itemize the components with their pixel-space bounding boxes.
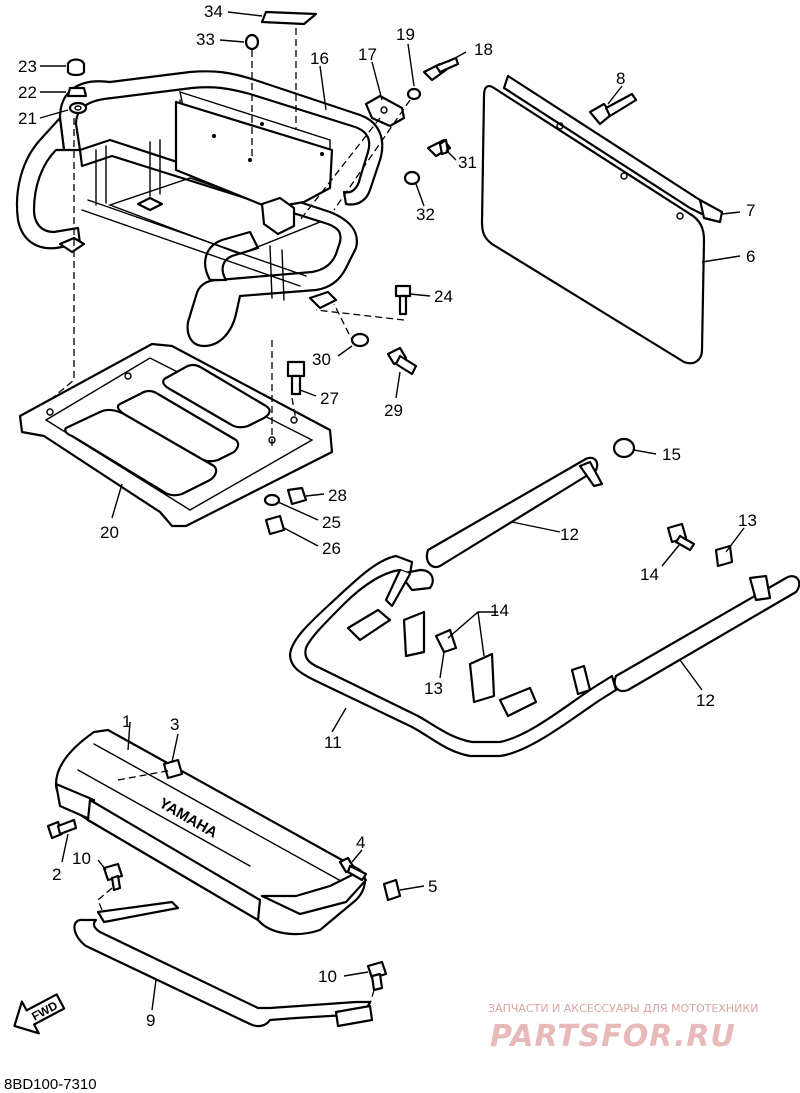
callout-27: 25 [322, 513, 341, 532]
callout-12-lower: 12 [696, 691, 715, 710]
callout-10-upper: 10 [72, 849, 91, 868]
callout-20: 18 [474, 40, 493, 59]
callout-13: 13 [424, 679, 443, 698]
callout-11: 11 [324, 733, 342, 752]
callout-numbers: 34 33 16 17 19 18 23 22 21 8 7 6 31 32 2… [18, 2, 757, 1030]
callout-31: 29 [384, 401, 403, 420]
callout-18: 16 [310, 49, 329, 68]
callout-5: 5 [428, 877, 437, 896]
callout-17: 15 [662, 445, 681, 464]
callout-15: 13 [738, 511, 757, 530]
fasteners-top [66, 10, 460, 536]
callout-32: 30 [312, 350, 331, 369]
diagram-code: 8BD100-7310 [4, 1076, 97, 1093]
callout-29: 27 [320, 389, 339, 408]
callout-7: 7 [746, 201, 755, 220]
guard-brackets [402, 522, 734, 704]
bumper-fasteners [46, 758, 402, 1005]
number-plate [480, 74, 724, 365]
callout-34: 32 [416, 205, 435, 224]
watermark: ЗАПЧАСТИ И АКСЕССУАРЫ ДЛЯ МОТОТЕХНИКИ PA… [488, 1002, 758, 1054]
fwd-arrow-icon: FWD [13, 993, 66, 1035]
leader-lines [39, 11, 745, 1011]
callout-10-lower: 10 [318, 967, 337, 986]
callout-14: 14 [640, 565, 659, 584]
callout-26: 24 [434, 287, 453, 306]
callout-1: 1 [122, 712, 131, 731]
callout-22: 20 [100, 523, 119, 542]
callout-16: 14 [490, 601, 509, 620]
callout-35: 33 [196, 30, 215, 49]
callout-4: 4 [356, 833, 365, 852]
alignment-lines [49, 28, 411, 446]
watermark-brand: PARTSFOR.RU [490, 1019, 736, 1054]
callout-30: 28 [328, 486, 347, 505]
callout-23: 21 [18, 109, 37, 128]
callout-36: 34 [204, 2, 223, 21]
rear-carrier-rack [15, 70, 384, 348]
watermark-tagline: ЗАПЧАСТИ И АКСЕССУАРЫ ДЛЯ МОТОТЕХНИКИ [488, 1002, 758, 1015]
callout-19: 17 [358, 45, 377, 64]
callout-25: 23 [18, 57, 37, 76]
callout-2: 2 [52, 865, 61, 884]
callout-28: 26 [322, 539, 341, 558]
callout-9: 9 [146, 1011, 155, 1030]
guard-bar-upper [425, 437, 636, 569]
guard-bar-lower [613, 574, 800, 693]
plate-bolt-8 [588, 92, 638, 126]
rack-under-plate [18, 342, 334, 528]
front-guard-frame [288, 554, 618, 758]
callout-33: 31 [458, 153, 477, 172]
front-bumper-cover: YAMAHA [54, 728, 368, 936]
callout-24: 22 [18, 83, 37, 102]
callout-3: 3 [170, 715, 179, 734]
callout-8: 8 [616, 69, 625, 88]
callout-6: 6 [746, 247, 755, 266]
callout-21: 19 [396, 25, 415, 44]
callout-12-upper: 12 [560, 525, 579, 544]
bumper-stay [73, 900, 374, 1028]
